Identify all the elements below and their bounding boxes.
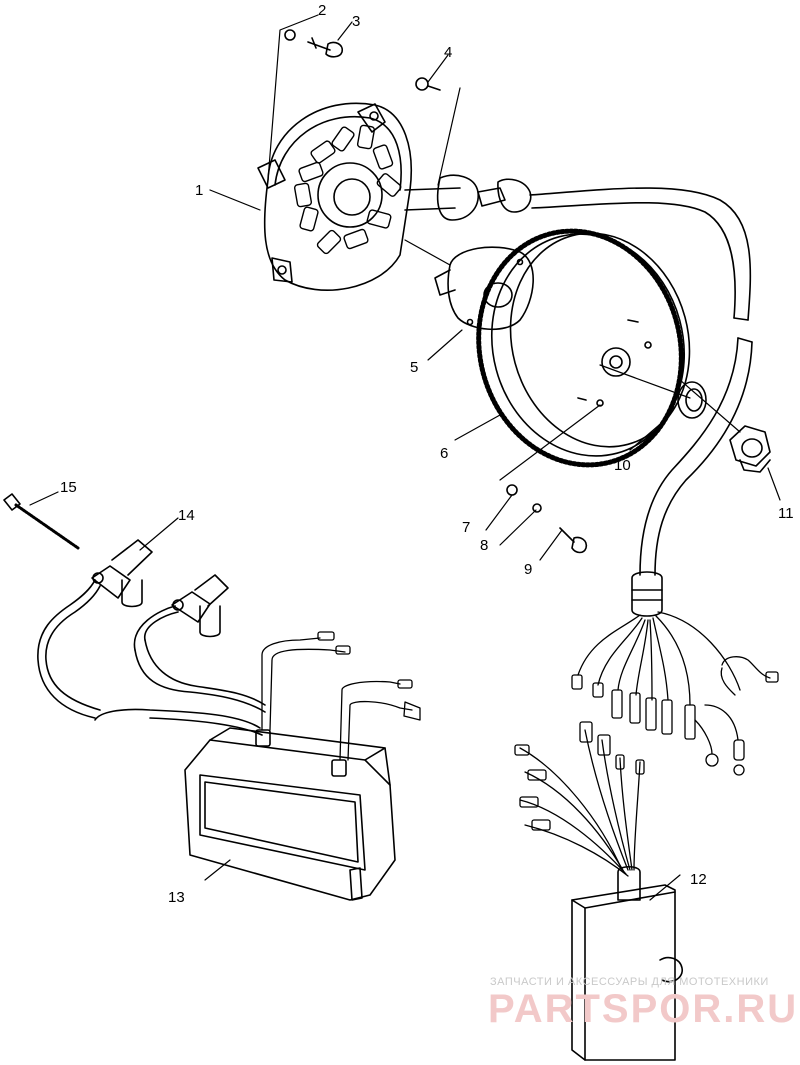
callout-15: 15 xyxy=(60,479,77,496)
callout-6: 6 xyxy=(440,445,448,462)
callout-4: 4 xyxy=(444,44,452,61)
watermark-logo: PARTSPOR.RU xyxy=(488,987,798,1031)
callout-3: 3 xyxy=(352,13,360,30)
callout-7: 7 xyxy=(462,519,470,536)
callout-10: 10 xyxy=(614,457,631,474)
leader-lines xyxy=(29,14,781,901)
harness-connectors xyxy=(571,611,779,776)
callout-numbers: 1 2 3 4 5 6 7 8 9 10 11 12 13 14 15 xyxy=(60,2,794,906)
flat-washer xyxy=(532,503,542,513)
washer-2 xyxy=(284,29,296,41)
flywheel-hub xyxy=(434,246,534,331)
callout-14: 14 xyxy=(178,507,195,524)
callout-9: 9 xyxy=(524,561,532,578)
spark-plug-cap-rear xyxy=(171,574,229,638)
callout-8: 8 xyxy=(480,537,488,554)
cdi-module xyxy=(571,865,683,1061)
callout-2: 2 xyxy=(318,2,326,19)
stator-assembly xyxy=(257,102,532,291)
high-tension-leads xyxy=(37,579,266,736)
spark-plug-cap-front xyxy=(91,539,153,608)
washer xyxy=(677,381,707,419)
screw-15 xyxy=(3,493,80,550)
flywheel xyxy=(476,228,691,468)
screw-4 xyxy=(415,77,441,91)
callout-12: 12 xyxy=(690,871,707,888)
ignition-coil xyxy=(184,727,396,901)
flywheel-nut xyxy=(729,425,771,473)
callout-11: 11 xyxy=(778,505,794,522)
cdi-harness xyxy=(514,721,645,877)
screw-3 xyxy=(307,37,344,58)
stator-harness-cable xyxy=(529,187,753,617)
lock-washer xyxy=(506,484,518,496)
bolt-9 xyxy=(559,527,588,554)
callout-1: 1 xyxy=(195,182,203,199)
callout-13: 13 xyxy=(168,889,185,906)
callout-5: 5 xyxy=(410,359,418,376)
coil-leads xyxy=(261,631,421,761)
watermark: ЗАПЧАСТИ И АКСЕССУАРЫ ДЛЯ МОТОТЕХНИКИ PA… xyxy=(488,976,798,1031)
watermark-tagline: ЗАПЧАСТИ И АКСЕССУАРЫ ДЛЯ МОТОТЕХНИКИ xyxy=(490,976,769,988)
